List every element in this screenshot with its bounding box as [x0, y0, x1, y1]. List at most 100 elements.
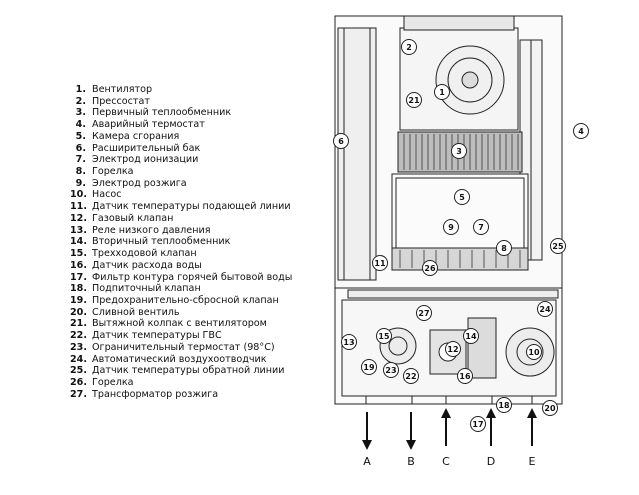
- callout-4: 4: [573, 123, 589, 139]
- legend-number: 24.: [70, 353, 87, 365]
- legend-text: Датчик расхода воды: [92, 259, 202, 271]
- legend-item: 11.Датчик температуры подающей линии: [70, 201, 340, 213]
- flow-arrow-label: C: [442, 455, 450, 468]
- legend-text: Электрод розжига: [92, 177, 187, 189]
- flow-arrow-c: C: [441, 408, 451, 468]
- flow-arrow-e: E: [527, 408, 537, 468]
- legend-text: Насос: [92, 189, 122, 201]
- callout-label: 5: [459, 193, 465, 202]
- legend-number: 26.: [70, 376, 87, 388]
- callout-label: 21: [408, 96, 420, 105]
- legend-number: 22.: [70, 330, 87, 342]
- legend-item: 6.Расширительный бак: [70, 143, 340, 155]
- legend-number: 21.: [70, 318, 87, 330]
- legend-text: Датчик температуры обратной линии: [92, 365, 285, 377]
- callout-label: 18: [498, 401, 510, 410]
- callout-label: 4: [578, 127, 584, 136]
- legend-number: 18.: [70, 283, 87, 295]
- legend-text: Горелка: [92, 166, 134, 178]
- legend-item: 13.Реле низкого давления: [70, 225, 340, 237]
- legend-item: 22. Датчик температуры ГВС: [70, 330, 340, 342]
- legend-item: 8. Горелка: [70, 166, 340, 178]
- legend-text: Предохранительно-сбросной клапан: [92, 294, 279, 306]
- legend-text: Датчик температуры ГВС: [92, 330, 222, 342]
- callout-label: 10: [528, 348, 540, 357]
- legend-number: 17.: [70, 271, 87, 283]
- callout-5: 5: [454, 189, 470, 205]
- legend-text: Сливной вентиль: [92, 306, 180, 318]
- legend-text: Ограничительный термостат (98°С): [92, 341, 275, 353]
- callout-label: 20: [544, 404, 556, 413]
- callout-label: 17: [472, 420, 483, 429]
- legend-text: Электрод ионизации: [92, 154, 199, 166]
- flow-arrow-d: D: [486, 408, 496, 468]
- legend-item: 18. Подпиточный клапан: [70, 283, 340, 295]
- callout-label: 7: [478, 223, 484, 232]
- callout-7: 7: [473, 219, 489, 235]
- callout-22: 22: [403, 368, 419, 384]
- legend-item: 20.Сливной вентиль: [70, 307, 340, 319]
- callout-16: 16: [457, 368, 473, 384]
- legend-item: 12. Газовый клапан: [70, 213, 340, 225]
- legend-number: 15.: [70, 248, 87, 260]
- legend-item: 10.Насос: [70, 189, 340, 201]
- legend-text: Вытяжной колпак с вентилятором: [92, 318, 267, 330]
- flow-arrow-b: B: [406, 412, 416, 468]
- legend-text: Горелка: [92, 376, 134, 388]
- legend-number: 23.: [70, 341, 87, 353]
- legend-number: 7.: [75, 154, 86, 166]
- callout-17: 17: [470, 416, 486, 432]
- callout-label: 15: [378, 332, 390, 341]
- legend-text: Камера сгорания: [92, 130, 180, 142]
- callout-11: 11: [372, 255, 388, 271]
- legend-number: 16.: [70, 259, 87, 271]
- callout-label: 27: [418, 309, 429, 318]
- legend-text: Газовый клапан: [92, 212, 174, 224]
- legend-item: 9.Электрод розжига: [70, 178, 340, 190]
- legend-number: 25.: [70, 365, 87, 377]
- callout-19: 19: [361, 359, 377, 375]
- legend-text: Трансформатор розжига: [92, 388, 219, 400]
- callout-label: 23: [385, 366, 396, 375]
- legend-item: 15. Трехходовой клапан: [70, 248, 340, 260]
- flow-arrow-label: A: [363, 455, 371, 468]
- legend-text: Подпиточный клапан: [92, 283, 201, 295]
- legend-item: 3.Первичный теплообменник: [70, 107, 340, 119]
- legend-number: 27.: [70, 388, 87, 400]
- secondary-heat-exchanger: [467, 317, 497, 379]
- legend-number: 13.: [70, 224, 87, 236]
- legend-number: 19.: [70, 294, 87, 306]
- callout-25: 25: [550, 238, 566, 254]
- callout-label: 2: [406, 43, 412, 52]
- legend-number: 8.: [75, 166, 86, 178]
- legend-item: 2. Прессостат: [70, 96, 340, 108]
- callout-label: 14: [465, 332, 477, 341]
- legend-item: 17.Фильтр контура горячей бытовой воды: [70, 272, 340, 284]
- callout-26: 26: [422, 260, 438, 276]
- legend-item: 23. Ограничительный термостат (98°С): [70, 342, 340, 354]
- callout-24: 24: [537, 301, 553, 317]
- callout-18: 18: [496, 397, 512, 413]
- callout-10: 10: [526, 344, 542, 360]
- flow-arrow-label: B: [407, 455, 415, 468]
- flow-arrow-a: A: [362, 412, 372, 468]
- legend-number: 2.: [75, 95, 86, 107]
- legend-number: 5.: [75, 130, 86, 142]
- legend-text: Прессостат: [92, 95, 150, 107]
- legend-text: Расширительный бак: [92, 142, 201, 154]
- callout-label: 9: [448, 223, 454, 232]
- legend-text: Датчик температуры подающей линии: [92, 201, 291, 213]
- callout-15: 15: [376, 328, 392, 344]
- legend-item: 14.Вторичный теплообменник: [70, 236, 340, 248]
- legend-number: 12.: [70, 212, 87, 224]
- callout-8: 8: [496, 240, 512, 256]
- legend-item: 19. Предохранительно-сбросной клапан: [70, 295, 340, 307]
- callout-label: 12: [447, 345, 458, 354]
- legend-item: 25. Датчик температуры обратной линии: [70, 365, 340, 377]
- callout-label: 19: [363, 363, 375, 372]
- legend-text: Автоматический воздухоотводчик: [92, 353, 267, 365]
- callout-label: 16: [459, 372, 471, 381]
- legend-item: 24. Автоматический воздухоотводчик: [70, 354, 340, 366]
- callout-label: 11: [374, 259, 386, 268]
- legend-text: Трехходовой клапан: [92, 248, 197, 260]
